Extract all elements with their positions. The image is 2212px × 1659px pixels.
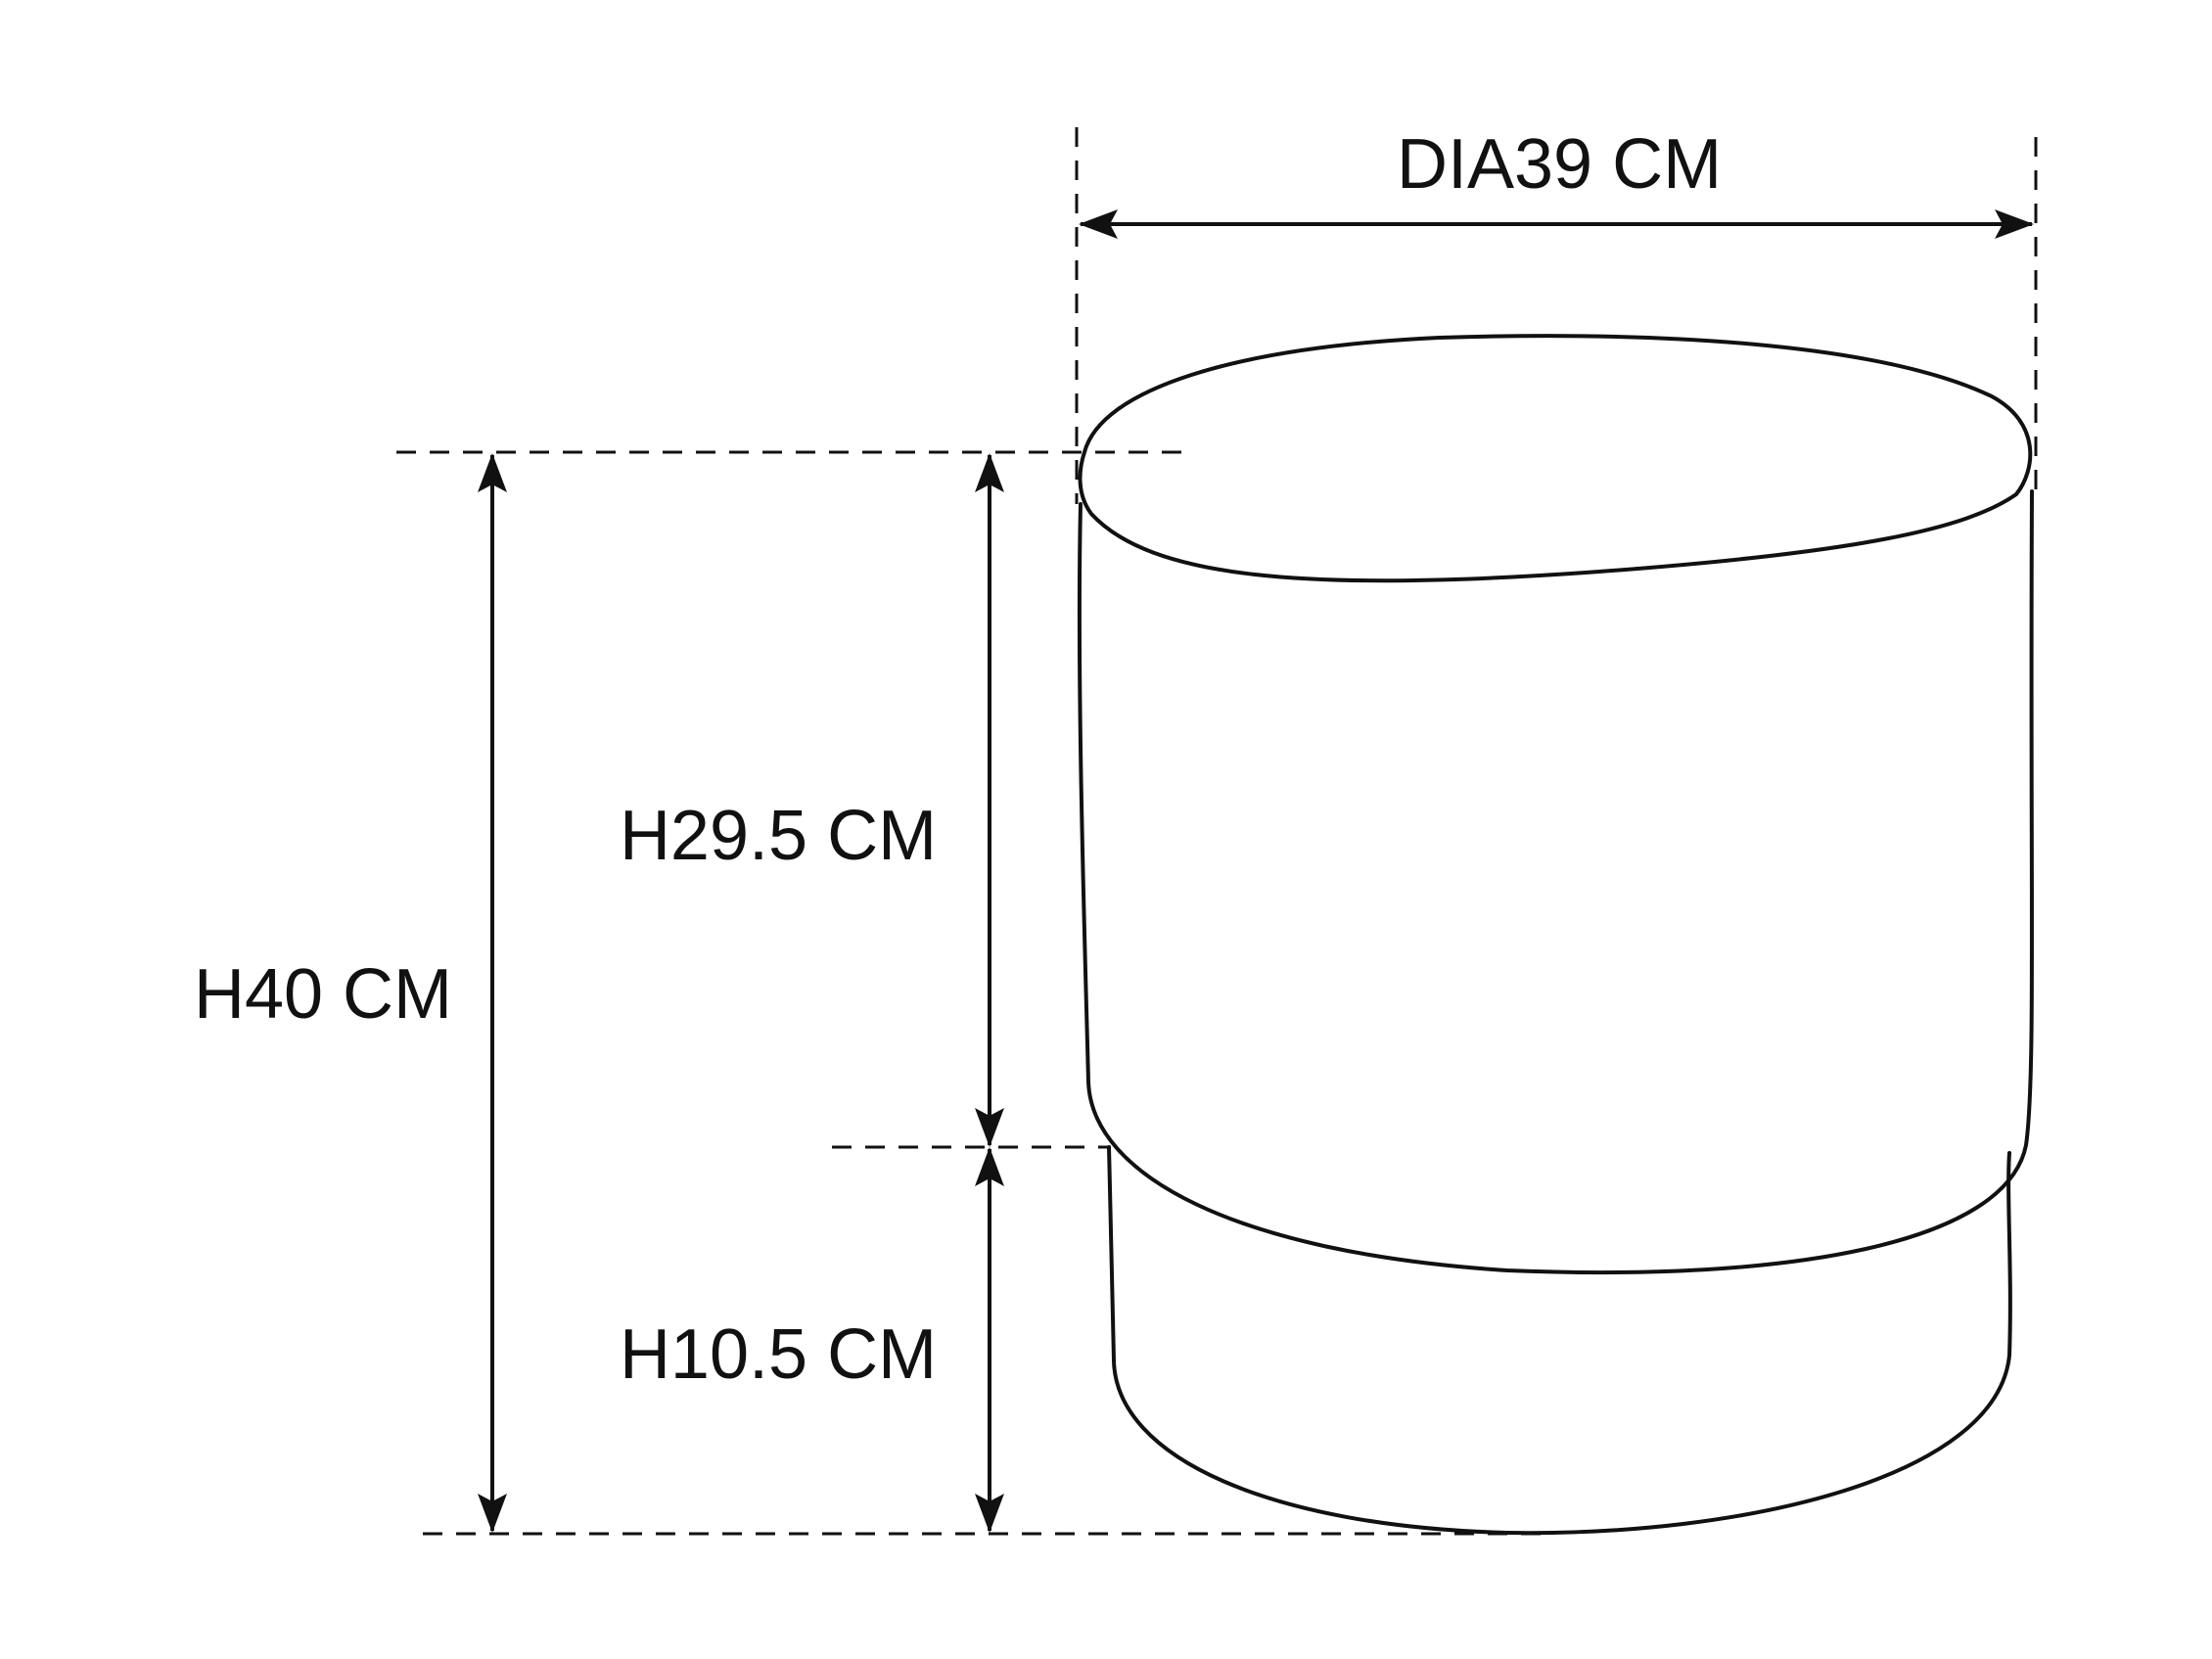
ottoman-upper-body — [1077, 489, 2034, 1275]
diameter-label: DIA39 CM — [1397, 125, 1722, 204]
total-height-label: H40 CM — [194, 955, 452, 1034]
dimension-lines — [478, 209, 2034, 1533]
dimension-labels: DIA39 CM H40 CM H29.5 CM H10.5 CM — [194, 125, 1722, 1394]
upper-height-label: H29.5 CM — [620, 797, 937, 875]
ottoman-lower-base — [1107, 1145, 2012, 1536]
ottoman-outline — [1077, 334, 2034, 1536]
ottoman-top-ellipse — [1078, 334, 2033, 583]
guide-lines — [396, 127, 2038, 1536]
lower-height-label: H10.5 CM — [620, 1315, 937, 1394]
